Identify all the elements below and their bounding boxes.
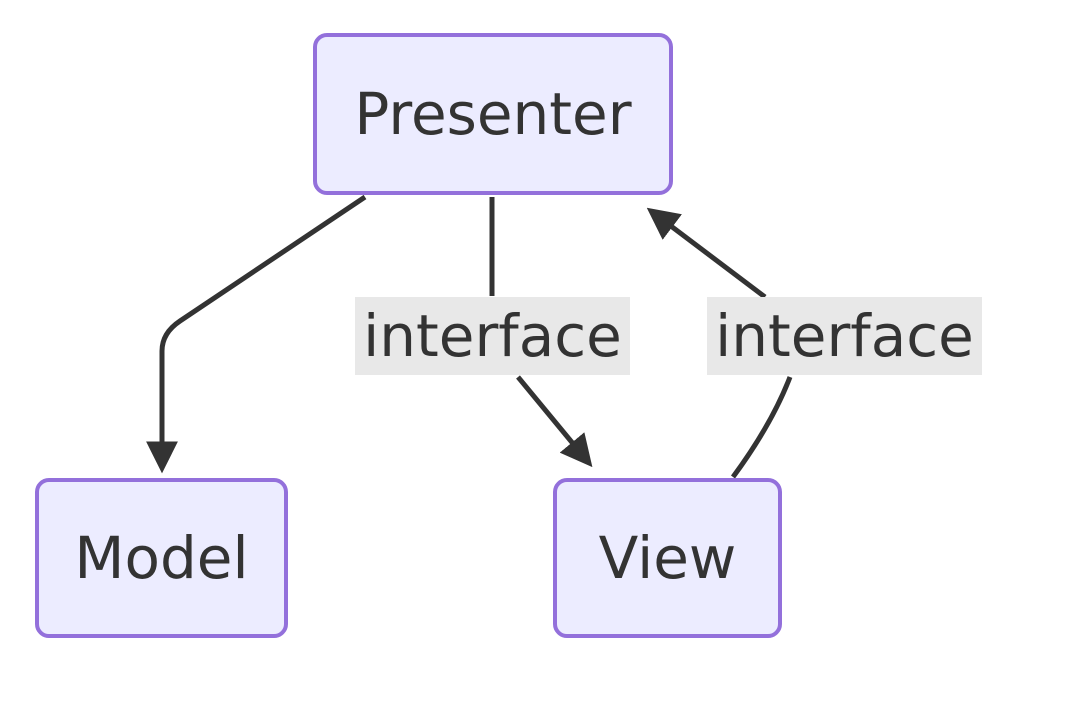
node-view: View [553, 478, 782, 638]
edge-interface-label-to-presenter [646, 207, 767, 299]
edge-label-text: interface [715, 302, 974, 370]
edge-label-interface-view-presenter: interface [707, 297, 982, 375]
node-model-label: Model [74, 524, 249, 592]
node-presenter: Presenter [313, 33, 673, 195]
edge-label-interface-presenter-view: interface [355, 297, 630, 375]
edge-label-text: interface [363, 302, 622, 370]
node-presenter-label: Presenter [354, 80, 632, 148]
edge-presenter-to-model [146, 194, 367, 474]
edge-view-to-interface-label [730, 376, 793, 479]
node-model: Model [35, 478, 288, 638]
edge-interface-label-to-view [516, 375, 593, 468]
node-view-label: View [598, 524, 737, 592]
